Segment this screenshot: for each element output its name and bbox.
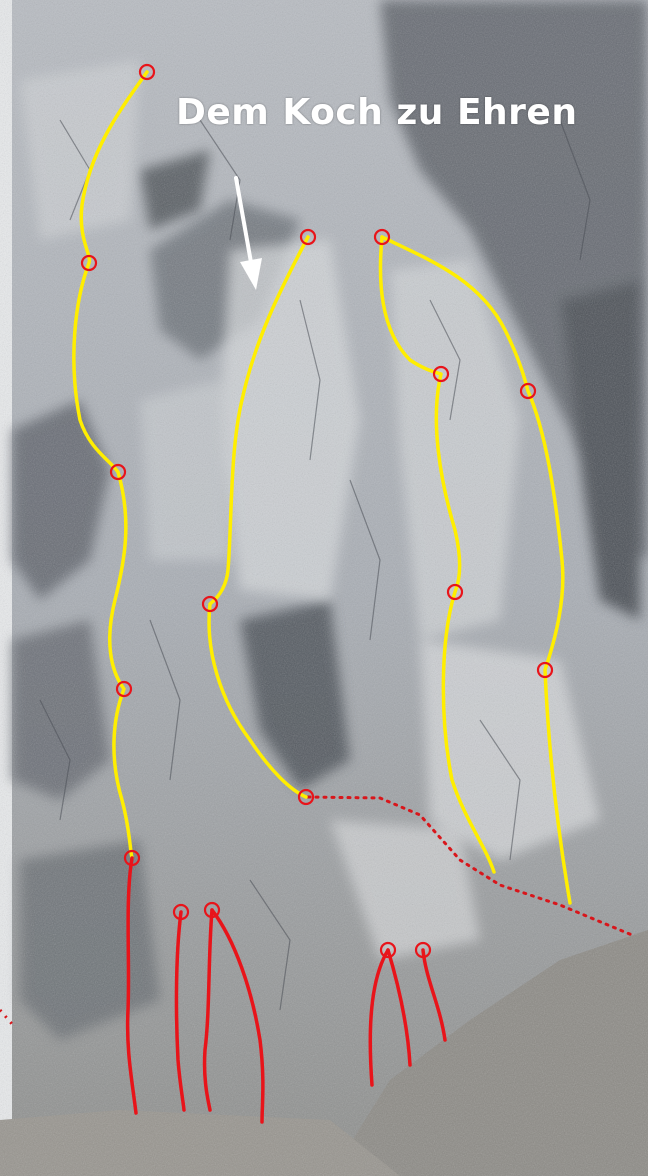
- upper-route-2: [207, 235, 310, 799]
- belay-ring: [201, 595, 219, 613]
- rock-cracks: [39, 119, 591, 1011]
- belay-ring: [172, 903, 190, 921]
- upper-routes: [72, 70, 572, 905]
- lower-routes: [125, 856, 447, 1124]
- belay-ring: [519, 382, 537, 400]
- upper-route-1: [72, 70, 149, 860]
- belay-ring: [297, 788, 315, 806]
- lower-route-4: [210, 908, 265, 1124]
- belay-ring: [432, 365, 450, 383]
- belay-ring: [138, 63, 156, 81]
- lower-route-2: [174, 910, 186, 1112]
- approach-path-dotted-left: [0, 1009, 14, 1025]
- upper-route-3: [378, 235, 496, 874]
- belay-ring: [379, 941, 397, 959]
- arrow-icon: [234, 176, 262, 290]
- lower-route-7: [421, 948, 447, 1042]
- belay-ring: [299, 228, 317, 246]
- belay-ring: [80, 254, 98, 272]
- upper-route-4: [380, 235, 572, 905]
- belay-ring: [109, 463, 127, 481]
- belay-stations: [80, 63, 554, 959]
- belay-ring: [373, 228, 391, 246]
- lower-route-3: [202, 908, 214, 1112]
- belay-ring: [115, 680, 133, 698]
- route-name-label: Dem Koch zu Ehren: [176, 92, 578, 133]
- belay-ring: [123, 849, 141, 867]
- belay-ring: [536, 661, 554, 679]
- belay-ring: [446, 583, 464, 601]
- belay-ring: [414, 941, 432, 959]
- lower-route-1: [125, 856, 138, 1115]
- lower-route-6: [386, 948, 412, 1067]
- belay-ring: [203, 901, 221, 919]
- approach-path-dotted: [306, 795, 634, 937]
- lower-route-5: [368, 948, 390, 1087]
